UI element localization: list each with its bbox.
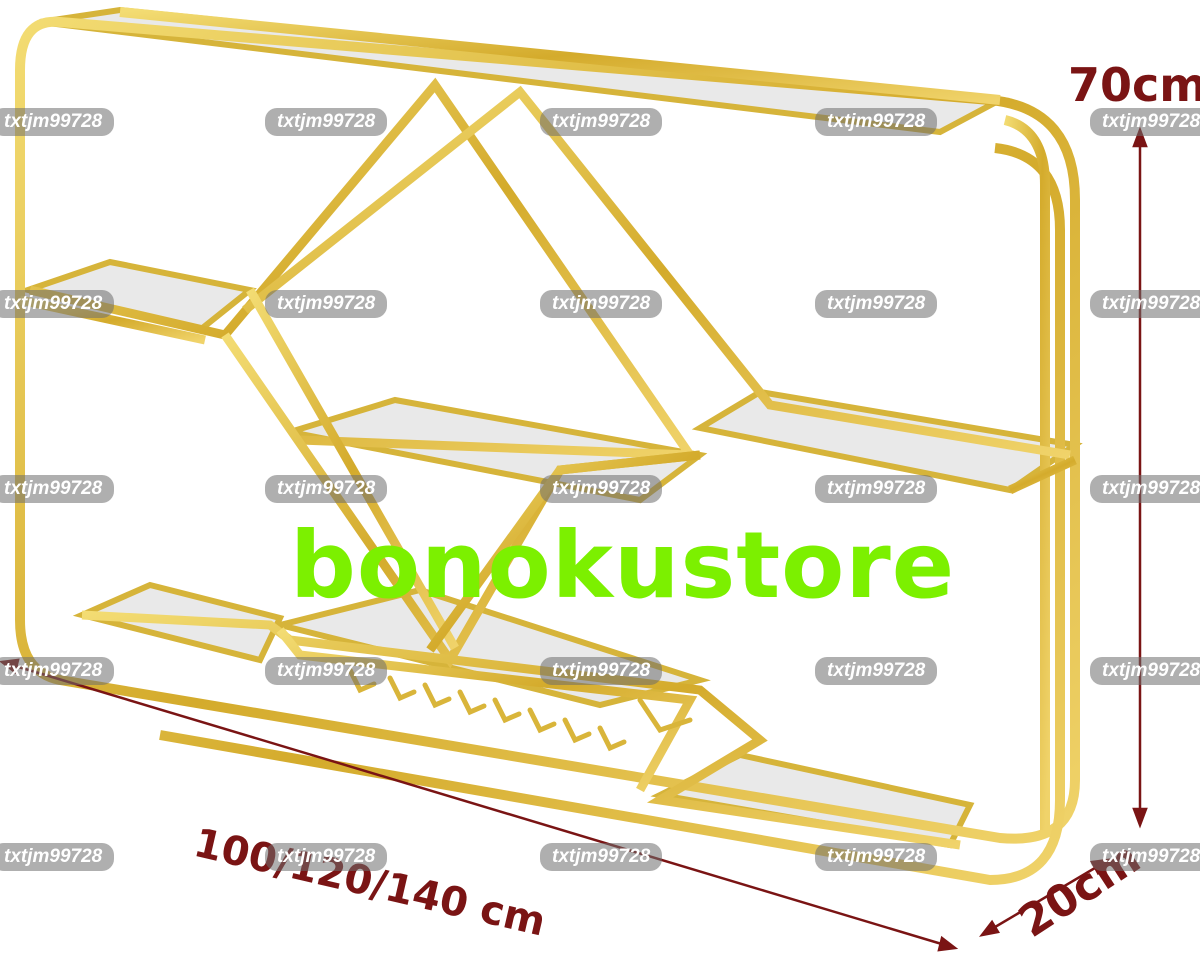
watermark-text: txtjm99728 bbox=[1090, 475, 1200, 503]
watermark-text: txtjm99728 bbox=[540, 108, 663, 136]
outer-frame bbox=[15, 7, 1080, 885]
watermark-text: txtjm99728 bbox=[0, 843, 115, 871]
watermark-text: txtjm99728 bbox=[815, 108, 938, 136]
watermark-text: txtjm99728 bbox=[815, 657, 938, 685]
watermark-text: txtjm99728 bbox=[0, 290, 115, 318]
watermark-text: txtjm99728 bbox=[815, 290, 938, 318]
watermark-text: txtjm99728 bbox=[1090, 290, 1200, 318]
watermark-text: txtjm99728 bbox=[265, 475, 388, 503]
watermark-text: txtjm99728 bbox=[265, 843, 388, 871]
width-dimension-line bbox=[11, 663, 946, 947]
watermark-text: txtjm99728 bbox=[0, 475, 115, 503]
height-arrow-bottom-icon bbox=[1132, 807, 1148, 829]
width-arrow-right-icon bbox=[937, 935, 959, 952]
watermark-text: txtjm99728 bbox=[815, 475, 938, 503]
watermark-text: txtjm99728 bbox=[540, 475, 663, 503]
height-label: 70cm bbox=[1068, 58, 1200, 112]
watermark-text: txtjm99728 bbox=[265, 108, 388, 136]
watermark-text: txtjm99728 bbox=[540, 290, 663, 318]
watermark-text: txtjm99728 bbox=[540, 657, 663, 685]
height-arrow-top-icon bbox=[1132, 126, 1148, 148]
depth-arrow-left-icon bbox=[979, 919, 1000, 937]
brand-overlay: bonokustore bbox=[290, 512, 956, 619]
watermark-text: txtjm99728 bbox=[265, 657, 388, 685]
watermark-text: txtjm99728 bbox=[0, 108, 115, 136]
watermark-text: txtjm99728 bbox=[1090, 657, 1200, 685]
watermark-text: txtjm99728 bbox=[540, 843, 663, 871]
watermark-text: txtjm99728 bbox=[1090, 843, 1200, 871]
watermark-text: txtjm99728 bbox=[0, 657, 115, 685]
watermark-text: txtjm99728 bbox=[1090, 108, 1200, 136]
wine-glass-hooks bbox=[347, 667, 693, 752]
watermark-text: txtjm99728 bbox=[815, 843, 938, 871]
depth-dimension-line bbox=[989, 863, 1101, 932]
watermark-text: txtjm99728 bbox=[265, 290, 388, 318]
